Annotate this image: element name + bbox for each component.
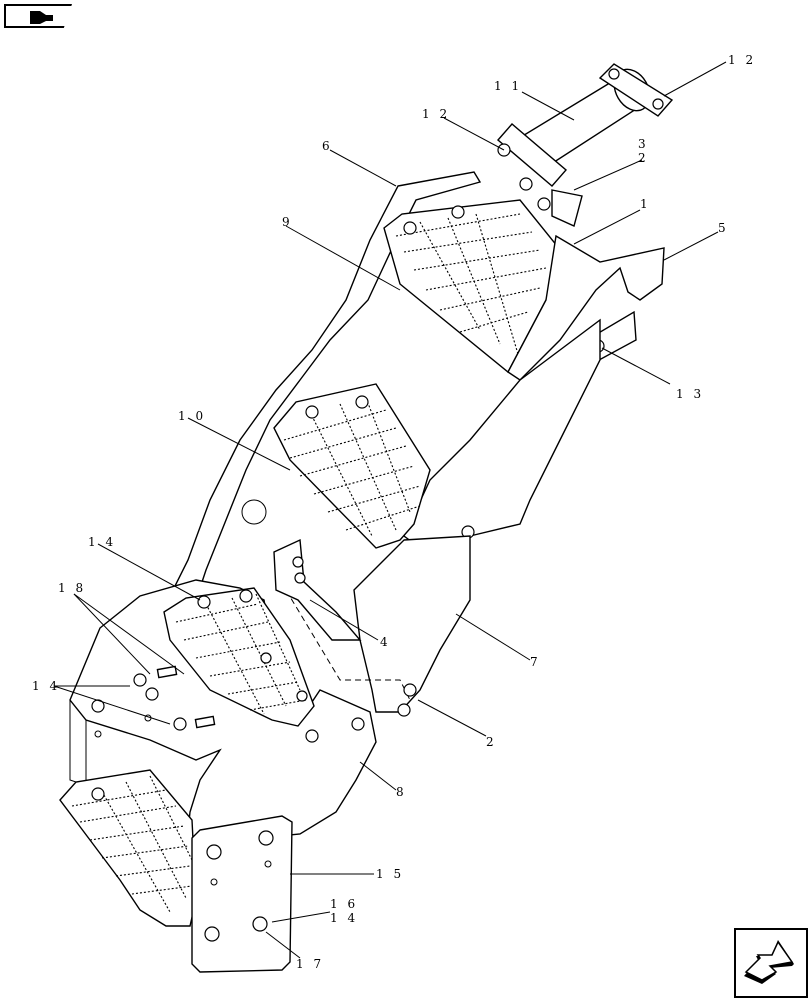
callout-14-left: 1 4 bbox=[32, 679, 60, 693]
callout-14-bot: 1 4 bbox=[330, 911, 358, 925]
callout-labels: 1 2 1 1 1 2 3 2 6 1 5 9 1 3 1 0 1 4 1 8 … bbox=[32, 53, 756, 971]
middle-step bbox=[273, 383, 431, 549]
lower-side-plate bbox=[285, 535, 471, 717]
callout-14-top: 1 4 bbox=[88, 535, 116, 549]
loose-fasteners bbox=[133, 665, 216, 731]
leader-lines bbox=[53, 61, 727, 959]
callout-12-top: 1 2 bbox=[728, 53, 756, 67]
mount-bracket bbox=[273, 538, 362, 641]
mounting-plate bbox=[191, 815, 293, 973]
pivot-tube bbox=[497, 63, 674, 227]
callout-3: 3 bbox=[638, 137, 649, 151]
next-button[interactable] bbox=[734, 928, 808, 998]
callout-12-left: 1 2 bbox=[422, 107, 450, 121]
next-arrow-icon bbox=[744, 940, 794, 984]
callout-17: 1 7 bbox=[296, 957, 324, 971]
callout-8: 8 bbox=[396, 785, 407, 799]
callout-1: 1 bbox=[640, 197, 651, 211]
callout-11: 1 1 bbox=[494, 79, 522, 93]
callout-15: 1 5 bbox=[376, 867, 404, 881]
top-step bbox=[383, 199, 571, 374]
callout-16: 1 6 bbox=[330, 897, 358, 911]
third-step bbox=[163, 587, 315, 727]
callout-6: 6 bbox=[322, 139, 333, 153]
callout-18: 1 8 bbox=[58, 581, 86, 595]
callout-10: 1 0 bbox=[178, 409, 206, 423]
callout-4: 4 bbox=[380, 635, 391, 649]
bottom-step bbox=[59, 769, 197, 927]
callout-9: 9 bbox=[282, 215, 293, 229]
callout-2-top: 2 bbox=[638, 151, 649, 165]
callout-5: 5 bbox=[718, 221, 729, 235]
callout-2-mid: 2 bbox=[486, 735, 497, 749]
callout-7: 7 bbox=[530, 655, 541, 669]
callout-13: 1 3 bbox=[676, 387, 704, 401]
